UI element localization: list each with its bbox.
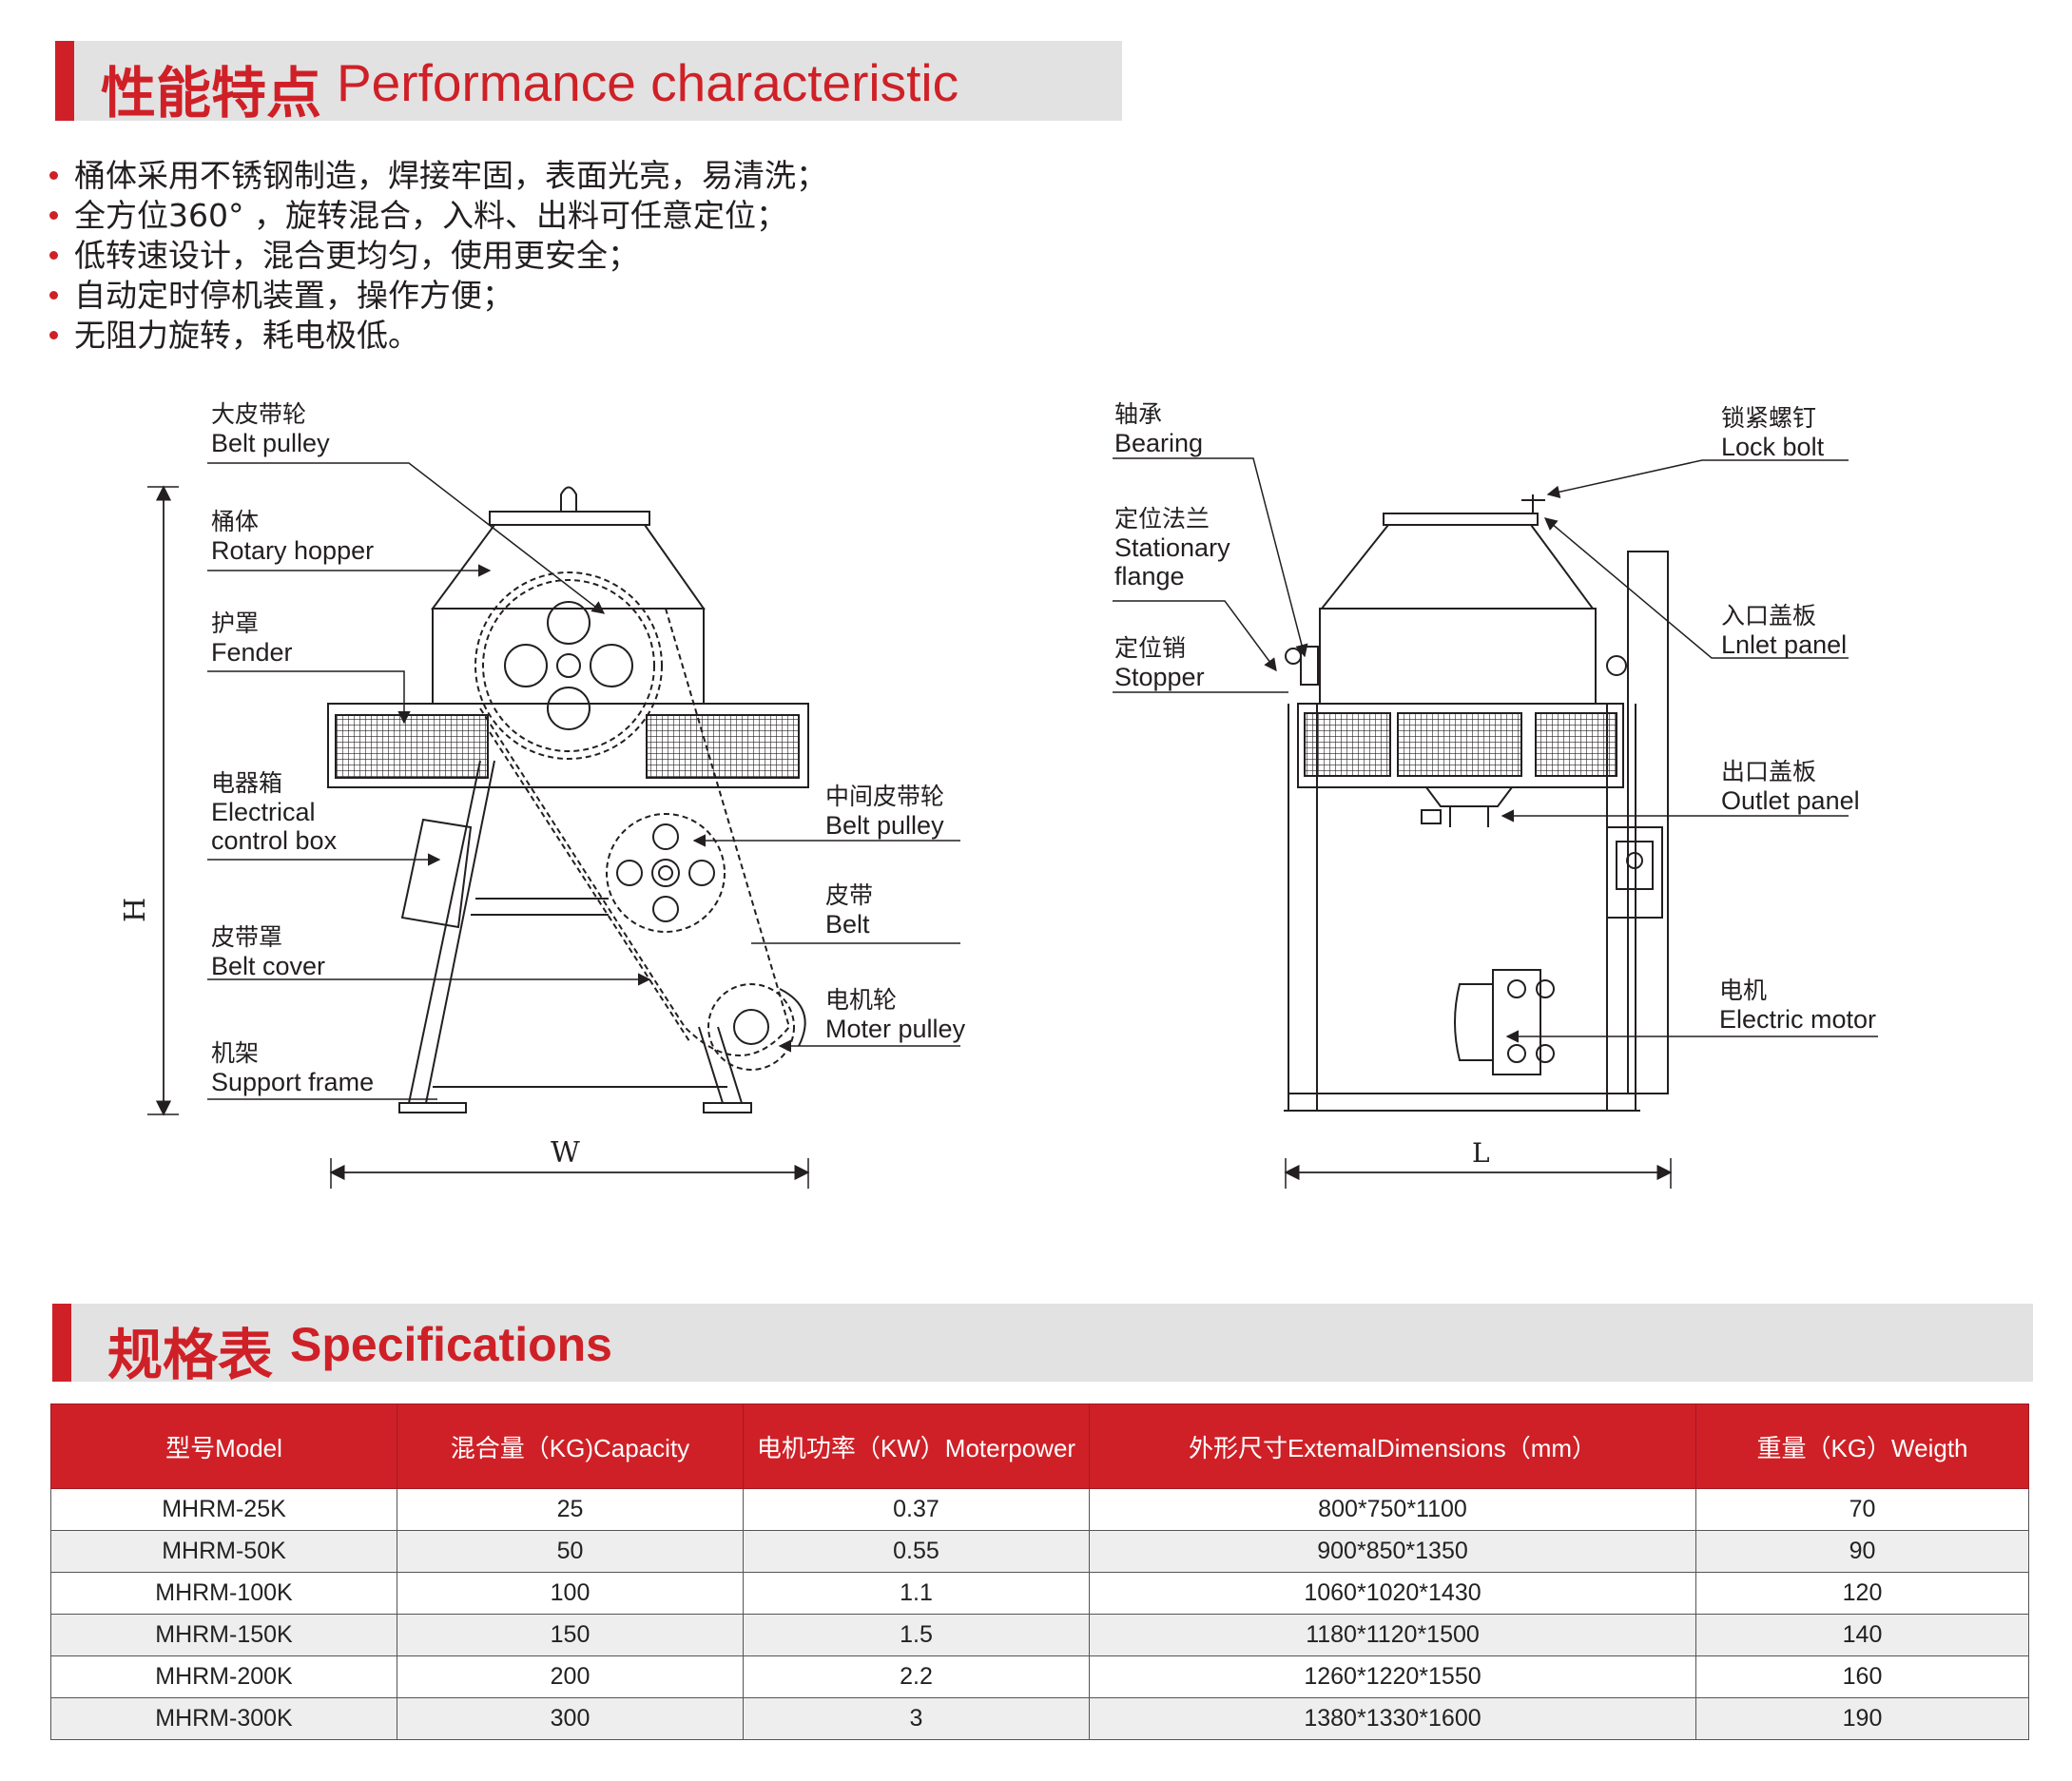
- cell-dimensions: 1260*1220*1550: [1089, 1655, 1696, 1698]
- cell-dimensions: 1180*1120*1500: [1089, 1614, 1696, 1656]
- right-machine-drawing: [1113, 457, 1878, 1189]
- table-row: MHRM-200K 200 2.2 1260*1220*1550 160: [50, 1655, 2029, 1698]
- cell-dimensions: 1060*1020*1430: [1089, 1572, 1696, 1615]
- feature-item: 全方位360° ，旋转混合，入料、出料可任意定位；: [46, 196, 827, 236]
- cell-motor-power: 3: [743, 1697, 1090, 1740]
- cell-capacity: 200: [397, 1655, 744, 1698]
- column-header-motor-power: 电机功率（KW）Moterpower: [743, 1404, 1090, 1489]
- table-row: MHRM-100K 100 1.1 1060*1020*1430 120: [50, 1572, 2029, 1615]
- table-row: MHRM-150K 150 1.5 1180*1120*1500 140: [50, 1614, 2029, 1656]
- cell-weight: 120: [1695, 1572, 2029, 1615]
- table-row: MHRM-50K 50 0.55 900*850*1350 90: [50, 1530, 2029, 1573]
- cell-model: MHRM-150K: [50, 1614, 397, 1656]
- feature-item: 自动定时停机装置，操作方便；: [46, 276, 827, 316]
- section-title-en: Specifications: [290, 1318, 612, 1371]
- section-header-specifications: 规格表 Specifications: [52, 1304, 2033, 1387]
- specifications-table: 型号Model 混合量（KG)Capacity 电机功率（KW）Moterpow…: [50, 1404, 2029, 1740]
- cell-motor-power: 0.55: [743, 1530, 1090, 1573]
- cell-dimensions: 1380*1330*1600: [1089, 1697, 1696, 1740]
- section-title-cn: 性能特点: [101, 61, 322, 126]
- section-header-performance: 性能特点 Performance characteristic: [55, 41, 1122, 126]
- feature-item: 桶体采用不锈钢制造，焊接牢固，表面光亮，易清洗；: [46, 156, 827, 196]
- bullet-icon: [49, 211, 58, 220]
- cell-weight: 70: [1695, 1488, 2029, 1531]
- feature-item: 无阻力旋转，耗电极低。: [46, 316, 827, 356]
- cell-motor-power: 1.5: [743, 1614, 1090, 1656]
- machine-diagram: H W L: [119, 457, 1878, 1189]
- cell-model: MHRM-200K: [50, 1655, 397, 1698]
- column-header-weight: 重量（KG）Weigth: [1695, 1404, 2029, 1489]
- cell-capacity: 150: [397, 1614, 744, 1656]
- column-header-model: 型号Model: [50, 1404, 397, 1489]
- cell-weight: 140: [1695, 1614, 2029, 1656]
- cell-motor-power: 1.1: [743, 1572, 1090, 1615]
- cell-weight: 190: [1695, 1697, 2029, 1740]
- cell-capacity: 50: [397, 1530, 744, 1573]
- cell-motor-power: 0.37: [743, 1488, 1090, 1531]
- table-row: MHRM-25K 25 0.37 800*750*1100 70: [50, 1488, 2029, 1531]
- bullet-icon: [49, 291, 58, 300]
- bullet-icon: [49, 251, 58, 260]
- column-header-dimensions: 外形尺寸ExtemalDimensions（mm）: [1089, 1404, 1696, 1489]
- cell-capacity: 25: [397, 1488, 744, 1531]
- column-header-capacity: 混合量（KG)Capacity: [397, 1404, 744, 1489]
- cell-capacity: 100: [397, 1572, 744, 1615]
- accent-bar: [55, 41, 74, 121]
- dimension-w-label: W: [551, 1136, 580, 1170]
- accent-bar: [52, 1304, 71, 1382]
- cell-dimensions: 900*850*1350: [1089, 1530, 1696, 1573]
- cell-motor-power: 2.2: [743, 1655, 1090, 1698]
- bullet-icon: [49, 171, 58, 180]
- feature-list: 桶体采用不锈钢制造，焊接牢固，表面光亮，易清洗； 全方位360° ，旋转混合，入…: [46, 156, 827, 356]
- cell-capacity: 300: [397, 1697, 744, 1740]
- cell-weight: 160: [1695, 1655, 2029, 1698]
- dimension-h-label: H: [119, 898, 152, 922]
- section-title-cn: 规格表: [107, 1323, 274, 1387]
- cell-weight: 90: [1695, 1530, 2029, 1573]
- cell-dimensions: 800*750*1100: [1089, 1488, 1696, 1531]
- cell-model: MHRM-100K: [50, 1572, 397, 1615]
- feature-item: 低转速设计，混合更均匀，使用更安全；: [46, 236, 827, 276]
- cell-model: MHRM-300K: [50, 1697, 397, 1740]
- table-row: MHRM-300K 300 3 1380*1330*1600 190: [50, 1697, 2029, 1740]
- left-machine-drawing: [147, 462, 960, 1189]
- table-header-row: 型号Model 混合量（KG)Capacity 电机功率（KW）Moterpow…: [50, 1404, 2029, 1489]
- cell-model: MHRM-25K: [50, 1488, 397, 1531]
- cell-model: MHRM-50K: [50, 1530, 397, 1573]
- dimension-l-label: L: [1472, 1137, 1490, 1169]
- section-title-en: Performance characteristic: [337, 53, 959, 112]
- bullet-icon: [49, 331, 58, 339]
